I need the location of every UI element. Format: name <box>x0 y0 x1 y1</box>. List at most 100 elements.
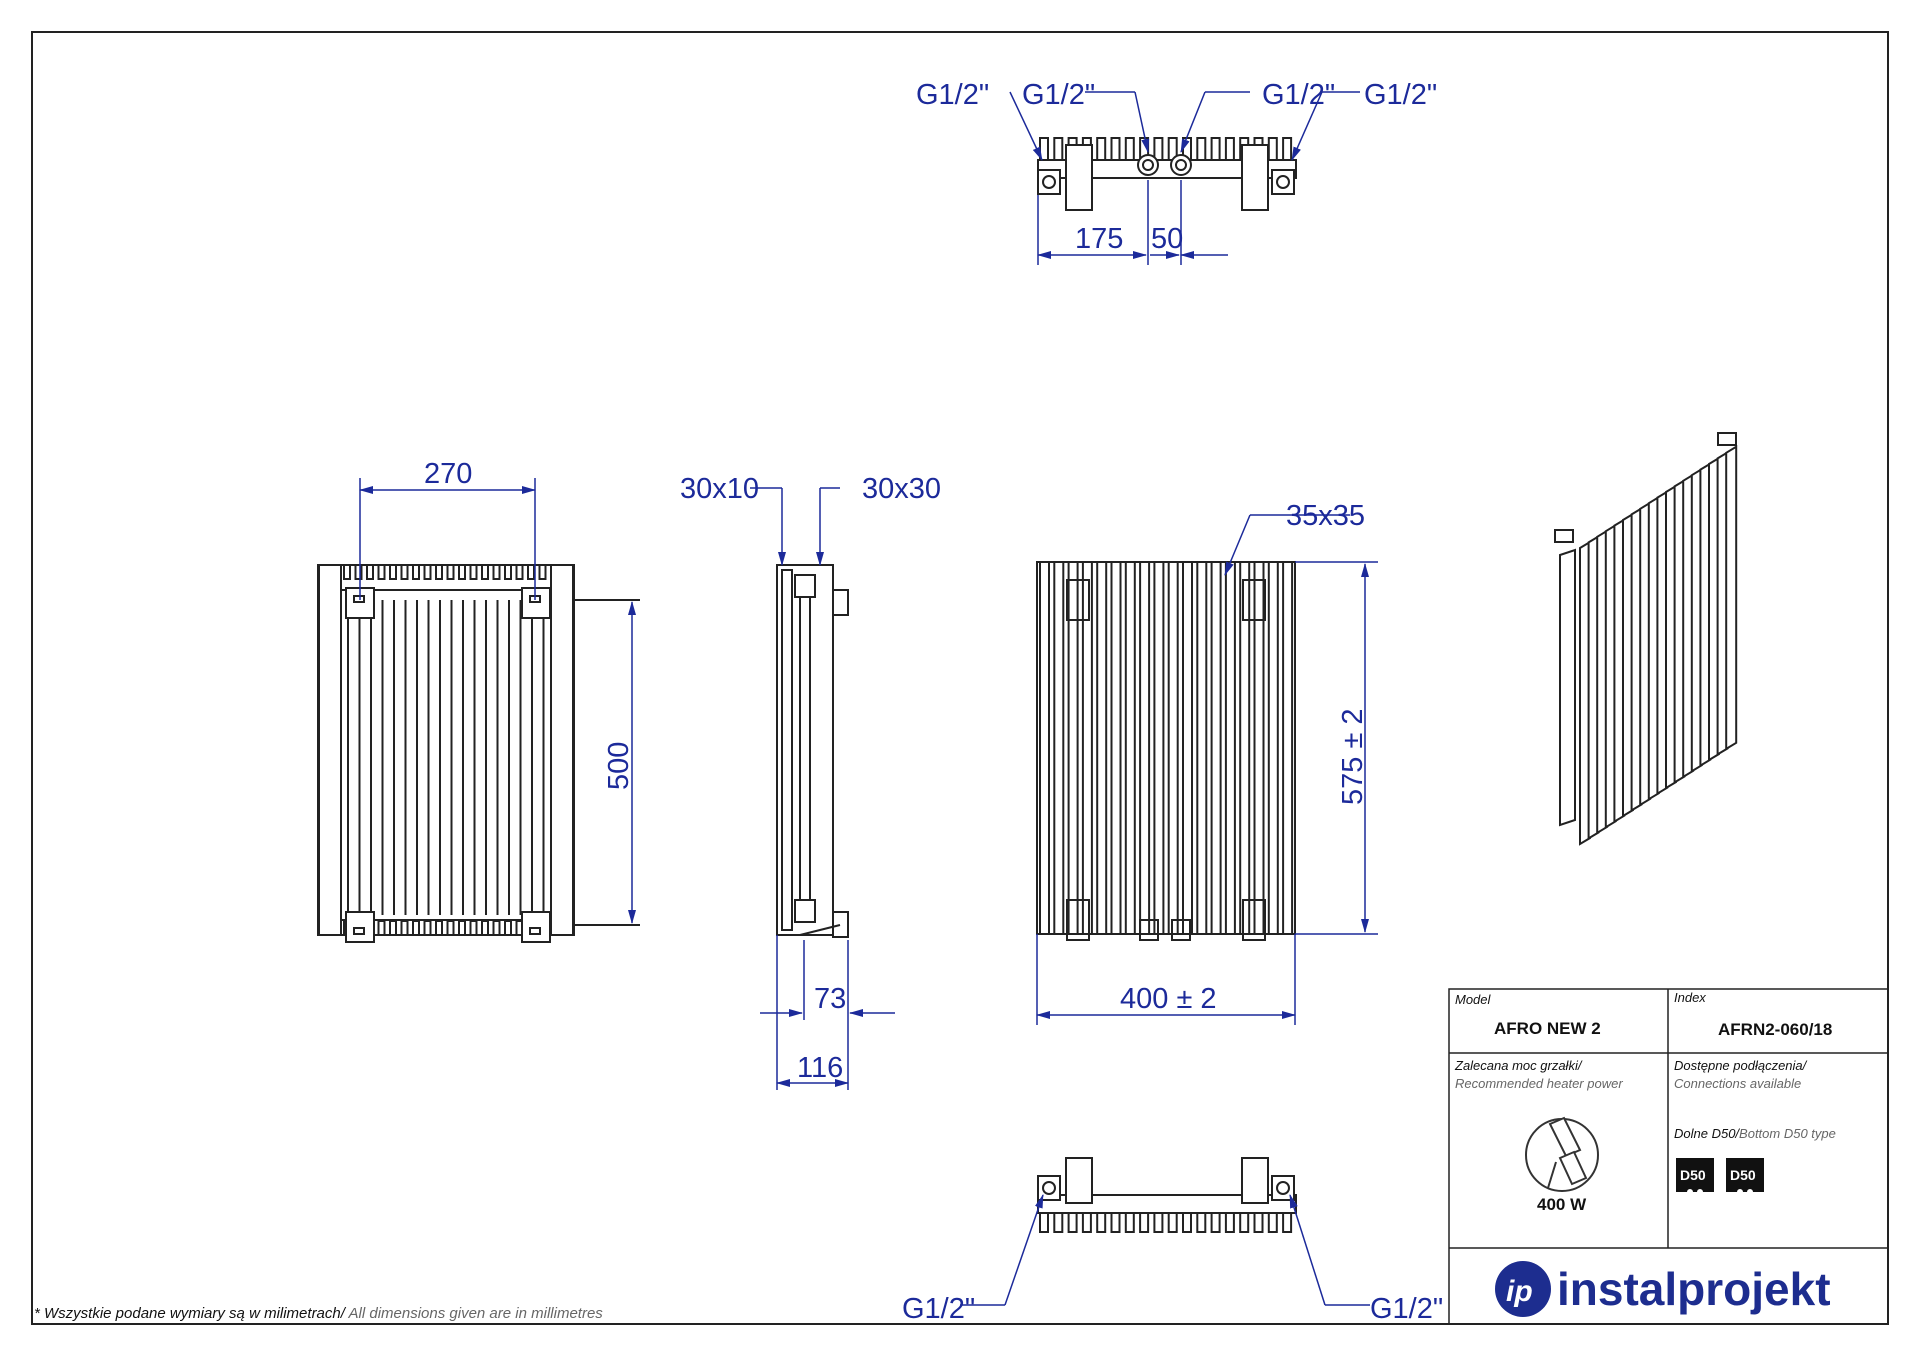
back-tube <box>1253 561 1265 935</box>
back-tube <box>1153 561 1165 935</box>
dim-500-label: 500 <box>603 742 635 790</box>
front-top-fin <box>412 564 420 580</box>
front-view-right-post <box>550 564 574 936</box>
front-bottom-fin <box>458 920 466 936</box>
front-view <box>317 564 640 943</box>
top-connection-label-1: G1/2" <box>916 79 989 111</box>
top-fin <box>1053 137 1064 163</box>
profile-30x30-label: 30x30 <box>862 473 941 505</box>
top-view-bracket-left <box>1065 144 1093 211</box>
side-view <box>776 564 849 938</box>
side-view-dimensions <box>750 487 895 1090</box>
back-tube <box>1182 561 1193 935</box>
bottom-view-dimensions <box>960 1194 1370 1306</box>
drawing-frame <box>31 31 1889 1325</box>
heater-icon <box>1525 1116 1599 1192</box>
front-bottom-fin <box>492 920 501 936</box>
front-bottom-fin <box>435 920 443 936</box>
top-view-port-2 <box>1170 154 1192 176</box>
dim-400-label: 400 ± 2 <box>1120 983 1217 1015</box>
dim-50-label: 50 <box>1151 223 1183 255</box>
front-top-fin <box>366 564 374 580</box>
back-tube <box>1267 561 1279 935</box>
back-tube <box>1053 561 1065 935</box>
footnote: * Wszystkie podane wymiary są w milimetr… <box>34 1305 603 1322</box>
back-tube <box>1224 561 1236 935</box>
isometric-view-tubes <box>1579 445 1738 846</box>
dim-73-label: 73 <box>814 983 846 1015</box>
back-view-dimensions <box>1036 514 1378 1025</box>
badge-1-text: D50 <box>1680 1167 1706 1183</box>
front-bottom-fin <box>389 920 397 936</box>
back-tube <box>1081 561 1093 935</box>
front-top-fin <box>400 564 409 580</box>
front-view-tubes <box>347 600 545 915</box>
front-top-fin <box>343 564 351 580</box>
back-tube <box>1167 561 1179 935</box>
front-top-fin <box>435 564 443 580</box>
front-top-fin <box>389 564 397 580</box>
model-label: Model <box>1455 992 1492 1007</box>
front-top-fin <box>492 564 501 580</box>
bottom-connection-label-1: G1/2" <box>902 1293 975 1325</box>
back-tube <box>1067 561 1079 935</box>
dim-270-label: 270 <box>424 458 472 490</box>
back-tube <box>1124 561 1136 935</box>
dim-116-label: 116 <box>797 1052 843 1084</box>
front-top-fin <box>527 564 535 580</box>
tube-35x35-label: 35x35 <box>1286 500 1365 532</box>
badge-2-text: D50 <box>1730 1167 1756 1183</box>
title-block <box>1448 988 1889 1325</box>
back-tube <box>1239 561 1251 935</box>
front-top-fin <box>458 564 466 580</box>
top-fin <box>1110 137 1121 163</box>
connections-label-pl: Dostępne podłączenia/ <box>1674 1058 1808 1073</box>
iso-tube <box>1725 445 1738 751</box>
model-value: AFRO NEW 2 <box>1494 1019 1601 1038</box>
back-tube <box>1039 561 1050 935</box>
dim-575-label: 575 ± 2 <box>1337 708 1369 805</box>
bottom-view <box>1037 1157 1297 1233</box>
top-view-port-1 <box>1137 154 1159 176</box>
top-connection-label-3: G1/2" <box>1262 79 1335 111</box>
top-fin <box>1124 137 1135 163</box>
dim-175-label: 175 <box>1075 223 1123 255</box>
back-tube <box>1096 561 1108 935</box>
front-bottom-fin <box>446 920 455 936</box>
back-tube <box>1210 561 1222 935</box>
front-bottom-fin <box>469 920 478 936</box>
front-bottom-fin <box>504 920 512 936</box>
front-view-dimensions <box>359 478 636 924</box>
bottom-connection-label-2: G1/2" <box>1370 1293 1443 1325</box>
top-connection-label-2: G1/2" <box>1022 79 1095 111</box>
front-bottom-fin <box>412 920 420 936</box>
top-view-bracket-right <box>1241 144 1269 211</box>
back-tube <box>1196 561 1208 935</box>
footnote-pl: * Wszystkie podane wymiary są w milimetr… <box>34 1305 347 1322</box>
top-fin <box>1196 137 1207 163</box>
index-label: Index <box>1674 990 1706 1005</box>
front-bottom-fin <box>377 920 386 936</box>
top-fin <box>1282 137 1293 163</box>
top-connection-label-4: G1/2" <box>1364 79 1437 111</box>
front-top-fin <box>504 564 512 580</box>
brand-name: instalprojekt <box>1557 1263 1831 1315</box>
back-tube <box>1110 561 1122 935</box>
brand-logo-icon: ip <box>1495 1261 1551 1317</box>
front-bottom-fin <box>400 920 409 936</box>
connections-label-en: Connections available <box>1674 1076 1801 1091</box>
front-view-top-fins <box>343 564 547 580</box>
top-fin <box>1267 137 1278 163</box>
top-fin <box>1210 137 1221 163</box>
connection-badge-2: D50 <box>1726 1158 1764 1195</box>
isometric-view <box>1554 432 1738 846</box>
back-tube <box>1139 561 1151 935</box>
front-bottom-fin <box>481 920 489 936</box>
power-label-pl: Zalecana moc grzałki/ <box>1454 1058 1583 1073</box>
front-view-left-post <box>318 564 342 936</box>
back-tube <box>1282 561 1294 935</box>
power-value: 400 W <box>1537 1195 1587 1214</box>
back-view <box>1036 561 1296 941</box>
connection-type-pl: Dolne D50/ <box>1674 1126 1740 1141</box>
